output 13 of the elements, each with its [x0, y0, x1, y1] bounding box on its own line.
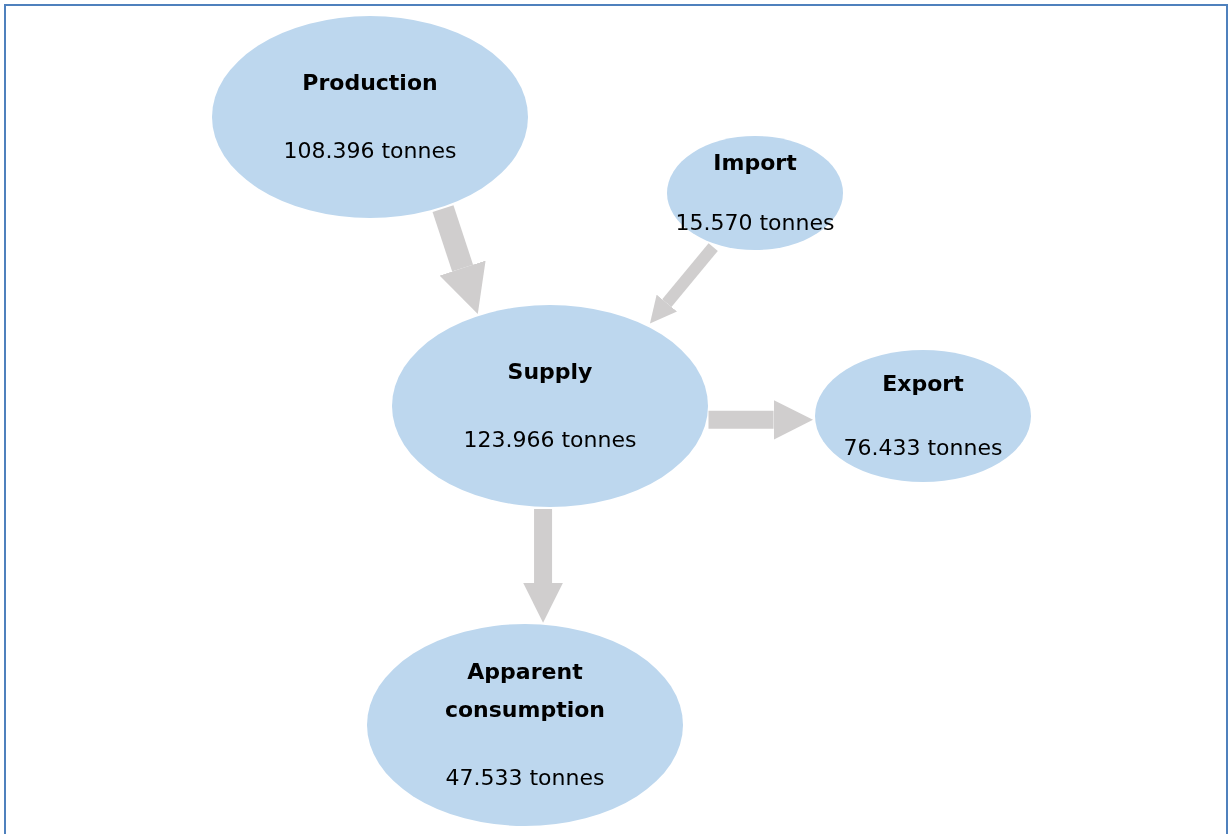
node-title: Supply — [507, 358, 593, 386]
node-value: 108.396 tonnes — [283, 137, 457, 165]
node-title: Apparent consumption — [443, 658, 607, 724]
node-title: Export — [882, 370, 964, 398]
node-title: Production — [302, 69, 438, 97]
node-value: 76.433 tonnes — [843, 434, 1003, 462]
node-title: Import — [713, 149, 797, 177]
block-arrow — [432, 205, 486, 315]
node-value: 123.966 tonnes — [463, 426, 637, 454]
block-arrow — [649, 243, 718, 324]
node-value: 15.570 tonnes — [675, 209, 835, 237]
node-value: 47.533 tonnes — [445, 764, 605, 792]
block-arrow — [523, 508, 563, 623]
